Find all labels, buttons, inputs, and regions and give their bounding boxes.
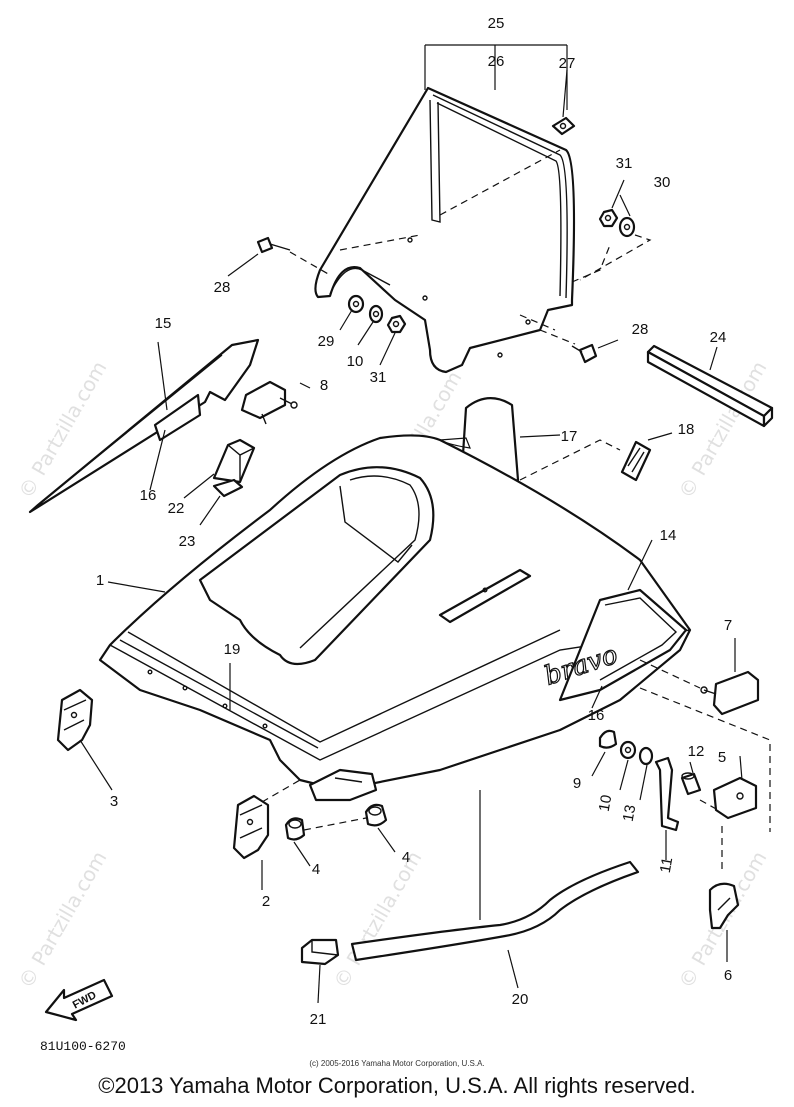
decal-15	[28, 338, 260, 514]
copyright-notice: ©2013 Yamaha Motor Corporation, U.S.A. A…	[98, 1073, 695, 1098]
part-label-16: 16	[140, 487, 157, 504]
windshield	[314, 86, 576, 374]
part-label-12: 12	[688, 743, 705, 760]
pad-21	[300, 938, 340, 966]
part-label-14: 14	[660, 527, 677, 544]
hinge-2	[232, 794, 270, 860]
diagram-code: 81U100-6270	[40, 1039, 126, 1054]
bolt-28a	[256, 236, 331, 276]
part-label-7: 7	[724, 617, 732, 634]
part-label-28: 28	[632, 321, 649, 338]
bracket-5	[712, 776, 758, 820]
part-label-29: 29	[318, 333, 335, 350]
washer-13	[638, 746, 654, 766]
hood-1: bravo	[98, 434, 692, 802]
leader-lines	[79, 69, 743, 1004]
part-label-2: 2	[262, 893, 270, 910]
grommet-4b	[364, 803, 388, 827]
part-numbers: 25 26 27 31 30 28 15 28 24 29 10 31 8 17…	[96, 15, 732, 1028]
grommet-4a	[284, 817, 306, 841]
part-label-11: 11	[657, 856, 676, 874]
part-label-13: 13	[620, 804, 640, 823]
watermark: © Partzilla.com	[14, 847, 112, 993]
part-label-26: 26	[488, 53, 505, 70]
washer-30a	[368, 304, 384, 324]
bolt-28b	[539, 329, 598, 364]
part-label-8: 8	[320, 377, 328, 394]
part-label-17: 17	[561, 428, 578, 445]
block-22	[212, 438, 256, 484]
part-label-21: 21	[310, 1011, 327, 1028]
nut-31b	[598, 208, 619, 228]
watermark: © Partzilla.com	[329, 847, 427, 993]
fwd-arrow: FWD	[44, 978, 114, 1022]
watermark: © Partzilla.com	[14, 357, 112, 503]
knob-6	[708, 882, 740, 930]
arm-11	[654, 756, 680, 832]
washer-10	[619, 740, 637, 760]
part-label-28: 28	[214, 279, 231, 296]
part-label-1: 1	[96, 572, 104, 589]
part-label-30: 30	[654, 174, 671, 191]
part-label-18: 18	[678, 421, 695, 438]
part-label-25: 25	[488, 15, 505, 32]
bushing-12	[680, 772, 702, 796]
part-label-5: 5	[718, 749, 726, 766]
part-label-9: 9	[573, 775, 581, 792]
nut-31a	[386, 314, 407, 334]
bar-24	[646, 344, 774, 428]
part-label-19: 19	[224, 641, 241, 658]
rubber-bar-20	[350, 860, 640, 962]
part-label-10: 10	[596, 794, 616, 813]
part-label-31: 31	[370, 369, 387, 386]
part-label-30: 10	[347, 353, 364, 370]
small-copyright: (c) 2005-2016 Yamaha Motor Corporation, …	[309, 1059, 484, 1068]
bracket-8	[240, 380, 298, 425]
washer-9	[598, 729, 618, 749]
windshield-clip	[551, 116, 576, 136]
stopper-7	[700, 670, 760, 716]
pad-23	[212, 478, 244, 498]
part-label-23: 23	[179, 533, 196, 550]
part-label-22: 22	[168, 500, 185, 517]
part-label-3: 3	[110, 793, 118, 810]
part-label-15: 15	[155, 315, 172, 332]
part-label-27: 27	[559, 55, 576, 72]
part-label-31: 31	[616, 155, 633, 172]
part-label-6: 6	[724, 967, 732, 984]
hinge-3	[56, 688, 94, 752]
part-label-16: 16	[588, 707, 605, 724]
part-label-24: 24	[710, 329, 727, 346]
part-label-20: 20	[512, 991, 529, 1008]
part-label-4: 4	[312, 861, 320, 878]
part-label-4: 4	[402, 849, 410, 866]
emblem-18	[620, 440, 652, 482]
washer-30b	[618, 216, 636, 238]
washer-29	[347, 294, 365, 314]
